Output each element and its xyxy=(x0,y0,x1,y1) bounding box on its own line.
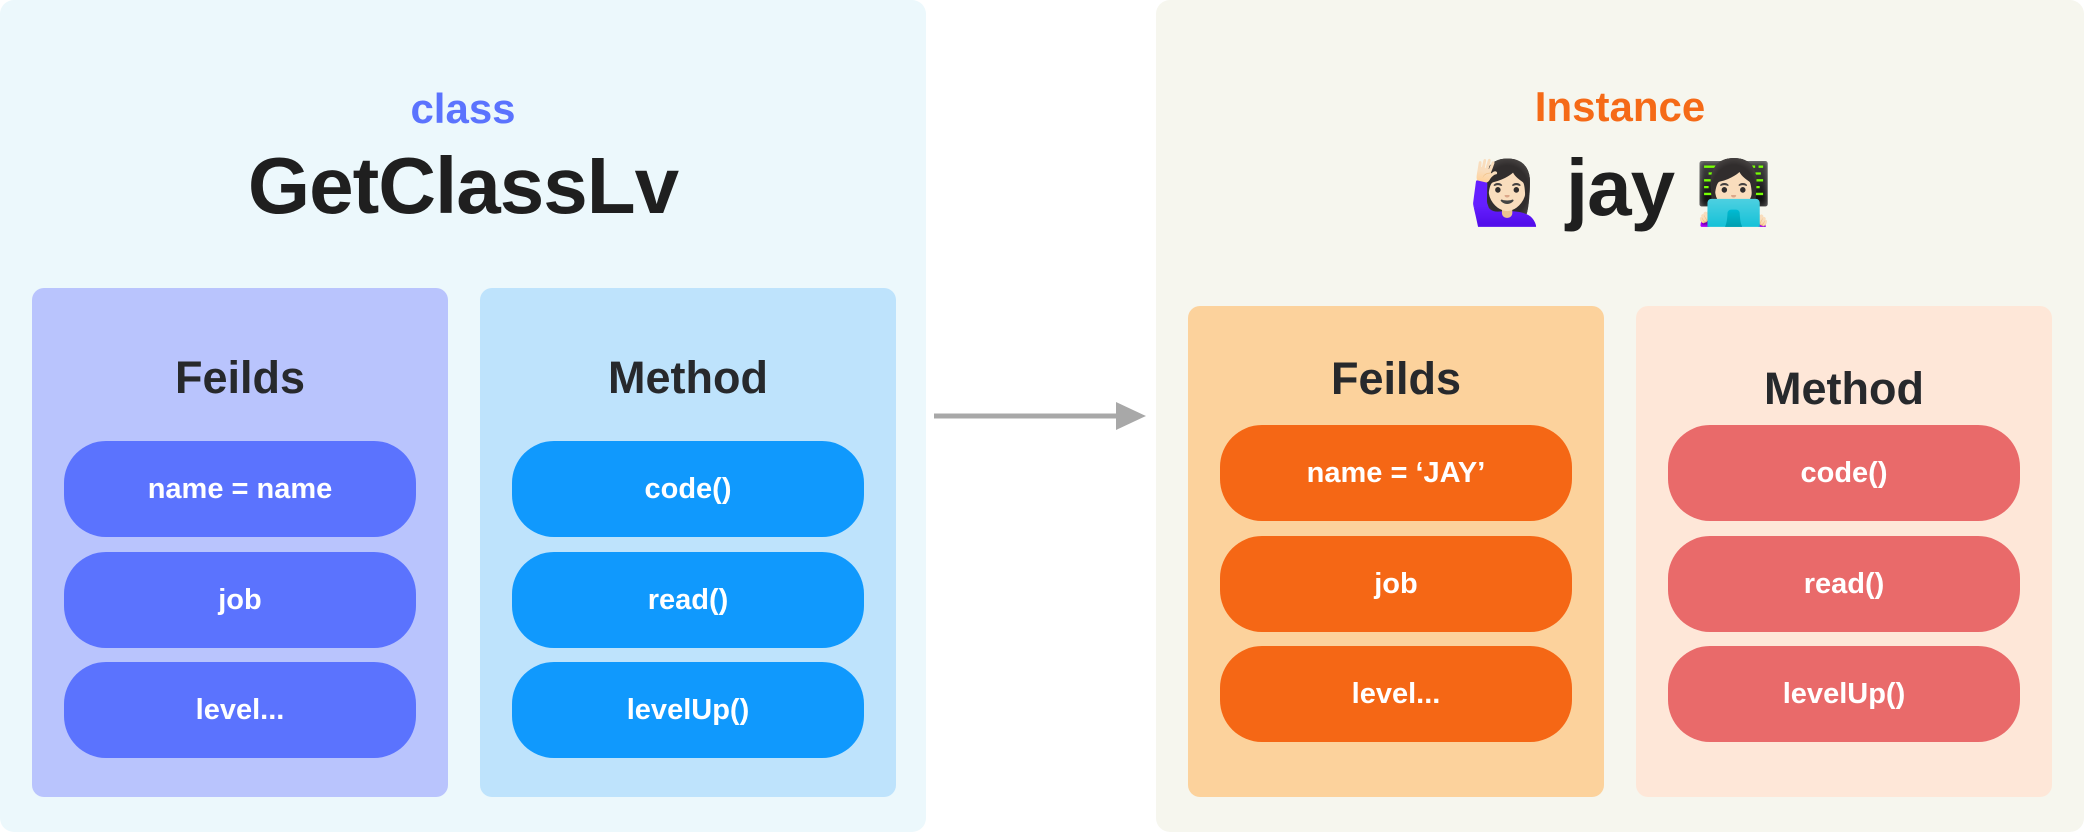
instance-methods-box: Method code() read() levelUp() xyxy=(1636,306,2052,797)
class-panel: class GetClassLv Feilds name = name job … xyxy=(0,0,926,832)
instance-field-item: job xyxy=(1220,536,1572,632)
instance-title-row: 🙋🏻‍♀️ jay 👩🏻‍💻 xyxy=(1156,148,2084,228)
class-methods-title: Method xyxy=(608,352,768,403)
technologist-emoji-icon: 👩🏻‍💻 xyxy=(1695,158,1772,228)
class-methods-box: Method code() read() levelUp() xyxy=(480,288,896,797)
arrow-icon xyxy=(934,402,1146,430)
instance-panel: Instance 🙋🏻‍♀️ jay 👩🏻‍💻 Feilds name = ‘J… xyxy=(1156,0,2084,832)
instance-field-item: level... xyxy=(1220,646,1572,742)
class-fields-title: Feilds xyxy=(174,352,306,403)
instance-field-item: name = ‘JAY’ xyxy=(1220,425,1572,521)
class-method-item: code() xyxy=(512,441,864,537)
instance-title: jay xyxy=(1565,143,1675,232)
class-fields-box: Feilds name = name job level... xyxy=(32,288,448,797)
raising-hand-emoji-icon: 🙋🏻‍♀️ xyxy=(1468,158,1545,228)
class-field-item: name = name xyxy=(64,441,416,537)
instance-method-item: levelUp() xyxy=(1668,646,2020,742)
instance-kicker: Instance xyxy=(1534,83,1706,130)
class-kicker: class xyxy=(410,85,516,132)
class-title: GetClassLv xyxy=(247,141,679,230)
instance-methods-title: Method xyxy=(1764,363,1924,414)
instance-fields-box: Feilds name = ‘JAY’ job level... xyxy=(1188,306,1604,797)
class-method-item: read() xyxy=(512,552,864,648)
instance-method-item: code() xyxy=(1668,425,2020,521)
instance-fields-title: Feilds xyxy=(1330,353,1462,404)
class-field-item: level... xyxy=(64,662,416,758)
instance-method-item: read() xyxy=(1668,536,2020,632)
class-field-item: job xyxy=(64,552,416,648)
class-method-item: levelUp() xyxy=(512,662,864,758)
